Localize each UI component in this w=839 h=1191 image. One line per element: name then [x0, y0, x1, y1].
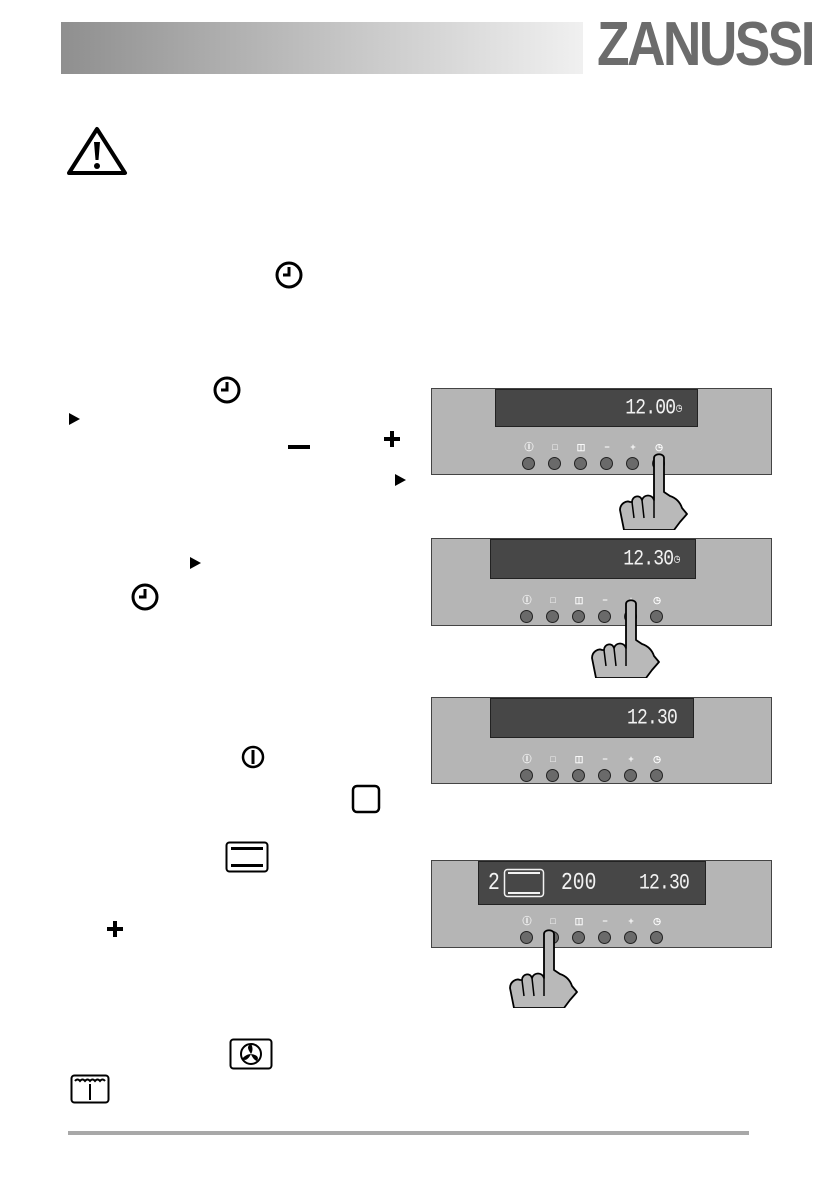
on-off-button[interactable] [520, 610, 533, 623]
square-label-icon: □ [550, 916, 556, 926]
programme-label-icon: ◫ [574, 916, 584, 926]
header-bar [61, 22, 583, 74]
on-off-button[interactable] [522, 457, 535, 470]
minus-button[interactable] [598, 769, 611, 782]
clock-button[interactable] [650, 931, 663, 944]
display-clock-indicator-icon: ◷ [675, 401, 682, 416]
on-off-label-icon: Ⓘ [522, 916, 532, 926]
display-oven-function-icon [503, 868, 545, 898]
play-indicator-icon [190, 557, 201, 569]
oven-display: 12.30 [490, 698, 694, 738]
fan-icon [229, 1038, 273, 1070]
plus-label-icon: + [628, 754, 634, 764]
programme-label-icon: ◫ [574, 595, 584, 605]
brand-logo: ZANUSSI [597, 10, 816, 79]
minus-label-icon: − [602, 595, 608, 605]
oven-control-panel-4: 2 200 12.30 Ⓘ □ ◫ − + ◷ [431, 860, 772, 948]
plus-label-icon: + [630, 442, 636, 452]
minus-button[interactable] [598, 610, 611, 623]
minus-label-icon: − [602, 916, 608, 926]
plus-icon [107, 921, 123, 937]
clock-icon [213, 376, 241, 404]
display-clock-indicator-icon: ◷ [673, 552, 680, 567]
clock-icon [131, 583, 159, 611]
on-off-label-icon: Ⓘ [522, 754, 532, 764]
oven-control-panel-2: 12.30◷ Ⓘ □ ◫ − + ◷ [431, 538, 772, 626]
oven-display: 2 200 12.30 [478, 861, 706, 905]
square-label-icon: □ [552, 442, 558, 452]
minus-icon [288, 445, 310, 449]
minus-label-icon: − [604, 442, 610, 452]
plus-icon [384, 431, 400, 447]
programme-button[interactable] [572, 769, 585, 782]
oven-function-button[interactable] [546, 610, 559, 623]
oven-function-icon [225, 841, 269, 873]
pointing-hand-icon [591, 599, 660, 678]
programme-button[interactable] [572, 610, 585, 623]
oven-display: 12.00◷ [495, 389, 698, 427]
clock-button[interactable] [650, 610, 663, 623]
plus-label-icon: + [628, 916, 634, 926]
oven-control-panel-1: 12.00◷ Ⓘ □ ◫ − + ◷ [431, 388, 772, 475]
play-indicator-icon [69, 413, 80, 425]
on-off-label-icon: Ⓘ [524, 442, 534, 452]
clock-icon [275, 261, 303, 289]
pointing-hand-icon [509, 929, 578, 1008]
programme-button[interactable] [572, 931, 585, 944]
oven-function-button[interactable] [546, 769, 559, 782]
clock-label-icon: ◷ [655, 442, 663, 452]
oven-function-button[interactable] [548, 457, 561, 470]
on-off-label-icon: Ⓘ [522, 595, 532, 605]
plus-button[interactable] [624, 769, 637, 782]
display-temperature: 200 [561, 870, 597, 897]
clock-label-icon: ◷ [653, 754, 661, 764]
square-label-icon: □ [550, 595, 556, 605]
oven-control-panel-3: 12.30 Ⓘ □ ◫ − + ◷ [431, 697, 772, 784]
on-off-button[interactable] [520, 769, 533, 782]
display-time: 12.00 [625, 395, 676, 421]
oven-display: 12.30◷ [490, 539, 696, 579]
display-time: 12.30 [623, 546, 674, 572]
on-off-icon [241, 745, 265, 769]
programme-label-icon: ◫ [576, 442, 586, 452]
clock-label-icon: ◷ [653, 595, 661, 605]
display-time: 12.30 [638, 870, 690, 896]
display-shelf-level: 2 [488, 870, 500, 897]
plus-button[interactable] [624, 931, 637, 944]
warning-icon [67, 127, 127, 175]
clock-label-icon: ◷ [653, 916, 661, 926]
grill-icon [70, 1074, 110, 1104]
display-time: 12.30 [626, 705, 678, 731]
pointing-hand-icon [619, 453, 688, 530]
programme-button[interactable] [574, 457, 587, 470]
minus-label-icon: − [602, 754, 608, 764]
plus-button[interactable] [626, 457, 639, 470]
play-indicator-icon [395, 474, 406, 486]
minus-button[interactable] [598, 931, 611, 944]
clock-button[interactable] [650, 769, 663, 782]
minus-button[interactable] [600, 457, 613, 470]
square-icon [351, 784, 381, 814]
on-off-button[interactable] [520, 931, 533, 944]
footer-rule [68, 1131, 749, 1135]
square-label-icon: □ [550, 754, 556, 764]
programme-label-icon: ◫ [574, 754, 584, 764]
